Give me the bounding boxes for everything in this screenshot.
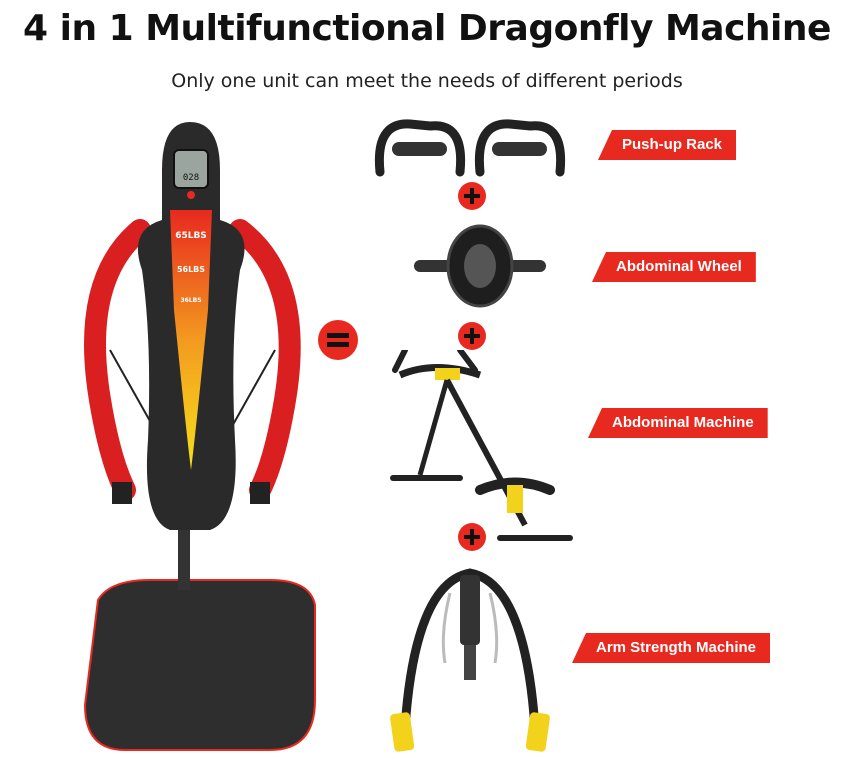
- dragonfly-machine-image: 028 65LBS 56LBS 36LBS: [83, 122, 316, 751]
- display-readout: 028: [183, 173, 199, 183]
- weight-label-65: 65LBS: [175, 231, 207, 241]
- accessory-label-arm-strength-machine: Arm Strength Machine: [572, 633, 771, 663]
- equals-icon: [318, 320, 358, 360]
- weight-label-56: 56LBS: [177, 265, 205, 274]
- plus-icon: [458, 523, 486, 551]
- page-title: 4 in 1 Multifunctional Dragonfly Machine: [23, 8, 831, 49]
- accessory-label-abdominal-machine: Abdominal Machine: [588, 408, 768, 438]
- plus-icon: [458, 182, 486, 210]
- push-up-rack-icon: [374, 119, 566, 177]
- weight-label-36: 36LBS: [180, 297, 201, 304]
- accessory-label-abdominal-wheel: Abdominal Wheel: [592, 252, 756, 282]
- accessory-label-push-up-rack: Push-up Rack: [598, 130, 737, 160]
- abdominal-wheel-icon: [414, 224, 546, 308]
- page-subtitle: Only one unit can meet the needs of diff…: [171, 70, 683, 92]
- abdominal-machine-icon: [390, 350, 573, 541]
- plus-icon: [458, 322, 486, 350]
- arm-strength-machine-icon: [390, 568, 550, 752]
